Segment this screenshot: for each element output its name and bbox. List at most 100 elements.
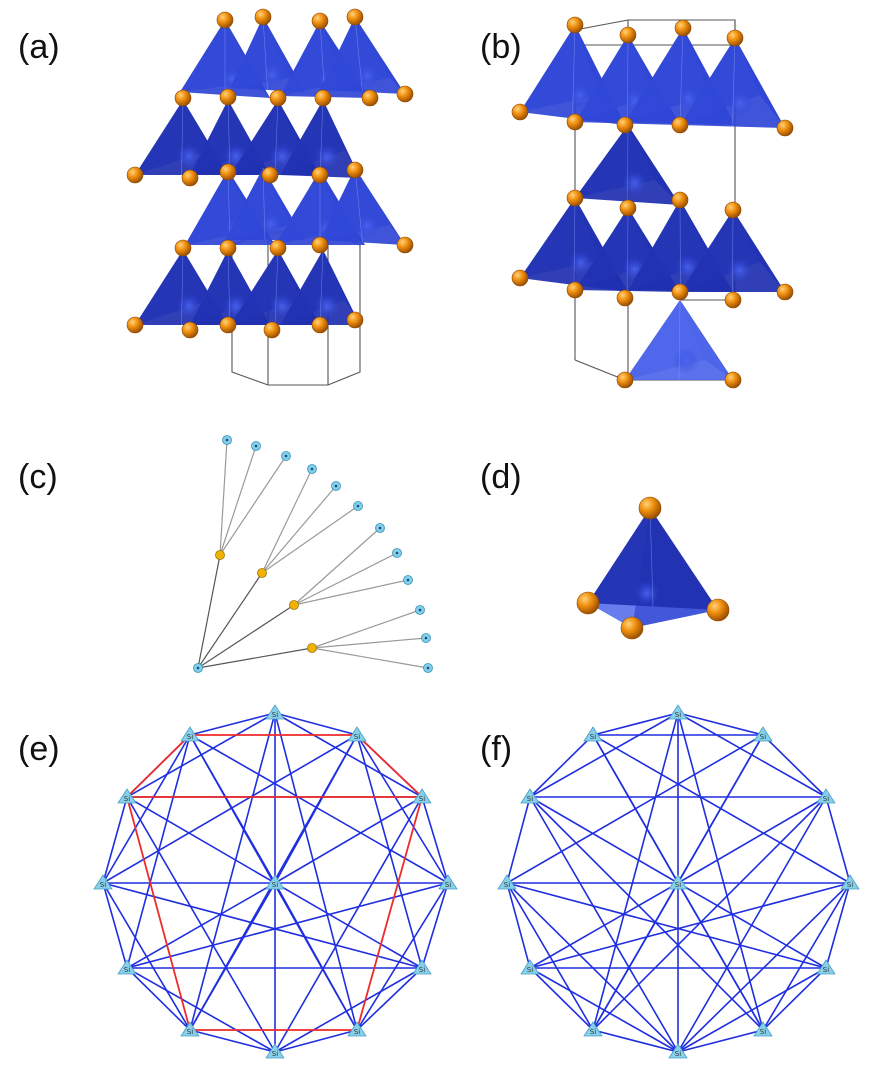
si-node: Si [265, 1043, 285, 1059]
oxygen-atom [219, 88, 237, 106]
graph-edge [102, 734, 358, 884]
si-node: Si [520, 788, 540, 804]
crystal-structure-b [511, 16, 794, 389]
tetrahedron [588, 507, 718, 628]
tetrahedron [680, 37, 785, 128]
graph-edge [529, 796, 764, 1031]
oxygen-atom [706, 598, 730, 622]
si-node-label: Si [419, 795, 425, 803]
graph-edge [762, 967, 827, 1031]
si-node: Si [117, 788, 137, 804]
graph-edge [677, 712, 764, 1031]
oxygen-atom [724, 291, 742, 309]
graph-edge [126, 796, 276, 884]
tree-nodes [193, 435, 433, 673]
tetrahedron [320, 16, 405, 94]
si-node: Si [583, 726, 603, 742]
si-node-label: Si [527, 966, 533, 974]
graph-edge [126, 796, 276, 1053]
graph-edge [592, 712, 679, 1031]
oxygen-atom [619, 199, 637, 217]
oxygen-atom [269, 239, 287, 257]
panel-label-c: (c) [18, 458, 58, 496]
oxygen-atom [396, 236, 414, 254]
oxygen-atom [361, 89, 379, 107]
graph-edge-highlight [356, 796, 423, 1031]
oxygen-atom [126, 316, 144, 334]
si-node: Si [412, 959, 432, 975]
graph-edge [274, 712, 423, 798]
oxygen-atom [126, 166, 144, 184]
oxygen-atom [671, 283, 689, 301]
oxygen-atom [396, 85, 414, 103]
graph-edge [126, 967, 191, 1031]
tree-branch-node [215, 550, 225, 560]
tree-edge [311, 647, 429, 669]
si-node: Si [840, 874, 860, 890]
si-node-label: Si [675, 1050, 681, 1058]
panel-label-e: (e) [18, 730, 60, 768]
si-node: Si [347, 726, 367, 742]
oxygen-atom [311, 316, 329, 334]
panel-label-b: (b) [480, 28, 522, 66]
graph-edge [274, 712, 358, 1031]
graph-edge [274, 967, 423, 1053]
oxygen-atom [616, 371, 634, 389]
graph-edge [189, 712, 276, 736]
si-node-label: Si [354, 1028, 360, 1036]
si-node-label: Si [187, 1028, 193, 1036]
oxygen-atom [219, 239, 237, 257]
graph-f-edges [506, 712, 851, 1053]
graph-edge [762, 882, 851, 1031]
oxygen-atom [511, 269, 529, 287]
si-node: Si [520, 959, 540, 975]
oxygen-atom [269, 89, 287, 107]
graph-edge [506, 796, 531, 884]
graph-edge [592, 1029, 679, 1053]
oxygen-atom [181, 321, 199, 339]
single-tetrahedron-d [576, 496, 730, 640]
si-node-label: Si [823, 966, 829, 974]
graph-edge [421, 882, 449, 969]
tree-edge [261, 468, 313, 574]
si-node-label: Si [124, 795, 130, 803]
si-node-label: Si [419, 966, 425, 974]
tetrahedron [280, 99, 360, 178]
oxygen-atom [616, 289, 634, 307]
si-node: Si [583, 1021, 603, 1037]
oxygen-atom [261, 166, 279, 184]
graph-edge [825, 882, 851, 969]
si-node-label: Si [760, 1028, 766, 1036]
oxygen-atom [311, 236, 329, 254]
si-node-label: Si [527, 795, 533, 803]
graph-edge [102, 882, 191, 1031]
tree-branch-node [257, 568, 267, 578]
si-node: Si [347, 1021, 367, 1037]
graph-edge [506, 882, 531, 969]
graph-edge [529, 734, 594, 798]
crystal-structure-a [126, 8, 414, 386]
tetrahedron [230, 16, 305, 92]
tetrahedron [280, 249, 360, 326]
graph-edge [677, 712, 764, 736]
graph-edge [677, 796, 827, 884]
oxygen-atom [776, 283, 794, 301]
si-node-label: Si [124, 966, 130, 974]
tree-edge [197, 572, 263, 669]
oxygen-atom [566, 16, 584, 34]
oxygen-atom [311, 166, 329, 184]
tree-edge [293, 527, 381, 606]
si-node-label: Si [823, 795, 829, 803]
graph-edge [677, 796, 827, 1053]
oxygen-atom [254, 8, 272, 26]
oxygen-atom [263, 321, 281, 339]
tetrahedron [680, 209, 785, 293]
tree-branch-node [307, 643, 317, 653]
graph-edge-highlight [126, 734, 191, 798]
si-node-label: Si [675, 711, 681, 719]
oxygen-atom [216, 11, 234, 29]
oxygen-atom [346, 311, 364, 329]
si-node-label: Si [445, 881, 451, 889]
graph-edge [677, 1029, 764, 1053]
